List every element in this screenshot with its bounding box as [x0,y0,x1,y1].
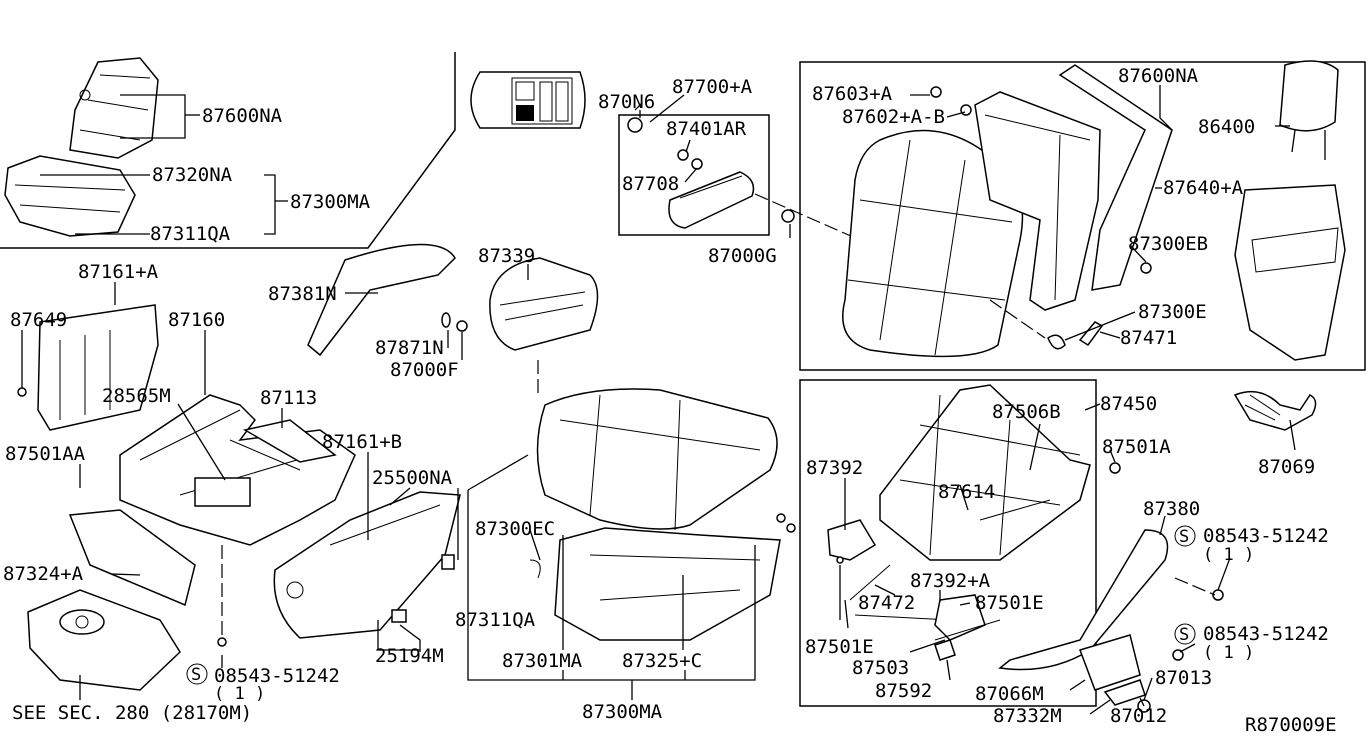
callout-87300EB: 87300EB [1128,233,1208,255]
callout-28565M: 28565M [102,385,171,407]
callout-87614: 87614 [938,481,995,503]
callout-87300EC: 87300EC [475,518,555,540]
callout-87300E: 87300E [1138,301,1207,323]
callout-87012: 87012 [1110,705,1167,727]
seat-cushion-illustration [529,360,796,641]
callout-87320NA: 87320NA [152,164,233,186]
callout-87332M: 87332M [993,705,1062,727]
s-symbol-3: S [1179,625,1189,645]
callout-87300MA-inset: 87300MA [290,191,371,213]
callout-87472: 87472 [858,592,915,614]
callout-87501E-a: 87501E [975,592,1044,614]
callout-87708: 87708 [622,173,679,195]
seat-adjuster-illustration [827,384,1317,713]
callout-87113: 87113 [260,387,317,409]
callout-87871N: 87871N [375,337,444,359]
callout-87161B: 87161+B [322,431,402,453]
callout-87600NA-inset: 87600NA [202,105,283,127]
leader-lines [21,85,1296,715]
callout-87503: 87503 [852,657,909,679]
callout-87066M: 87066M [975,683,1044,705]
callout-87700A: 87700+A [672,76,753,98]
callout-08543-qty-b: ( 1 ) [1203,545,1254,565]
callout-87000G: 87000G [708,245,777,267]
callout-87069: 87069 [1258,456,1315,478]
inset-leaders [40,94,288,235]
callout-87640A: 87640+A [1163,177,1244,199]
seat-frame-illustration [17,243,599,691]
armrest-illustration [627,102,861,241]
callout-87311QA-cushion: 87311QA [455,609,536,631]
callout-87600NA-seatback: 87600NA [1118,65,1199,87]
callout-86400: 86400 [1198,116,1255,138]
callout-87649: 87649 [10,309,67,331]
inset-seat-illustration [4,57,159,237]
callout-08543-qty-a: ( 1 ) [214,684,265,704]
inset-frame-top-left [0,52,456,249]
callout-87380: 87380 [1143,498,1200,520]
callout-87450: 87450 [1100,393,1157,415]
callout-87000F: 87000F [390,359,459,381]
callout-87325C: 87325+C [622,650,702,672]
callout-87501AA: 87501AA [5,443,86,465]
seat-adjuster-frame-box [799,379,1097,707]
s-symbol-circle-2 [1174,525,1196,547]
callout-25500NA: 25500NA [372,467,453,489]
callout-87339: 87339 [478,245,535,267]
s-symbol-circle-1 [186,663,208,685]
callout-87592: 87592 [875,680,932,702]
callout-87506B: 87506B [992,401,1061,423]
callout-25194M: 25194M [375,645,444,667]
callout-see-sec-280: SEE SEC. 280 (28170M) [12,702,252,724]
callout-87501A: 87501A [1102,436,1171,458]
callout-87471: 87471 [1120,327,1177,349]
section-frames [0,52,1366,707]
s-symbol-2: S [1179,527,1189,547]
callout-08543-qty-c: ( 1 ) [1203,643,1254,663]
callout-87381N: 87381N [268,283,337,305]
callout-87501E-b: 87501E [805,636,874,658]
callout-87161A: 87161+A [78,261,159,283]
s-symbol-1: S [191,665,201,685]
callout-87300MA-cushion: 87300MA [582,701,663,723]
s-symbol-circle-3 [1174,623,1196,645]
callout-87311QA-inset: 87311QA [150,223,231,245]
callout-87160: 87160 [168,309,225,331]
callout-87301MA: 87301MA [502,650,583,672]
seatback-frame-box [799,61,1366,371]
callout-87401AR: 87401AR [666,118,747,140]
callout-87392: 87392 [806,457,863,479]
callout-08543-51242-c: 08543-51242 [1203,623,1329,645]
callout-87013: 87013 [1155,667,1212,689]
callout-08543-51242-b: 08543-51242 [1203,525,1329,547]
diagram-id: R870009E [1245,714,1337,736]
armrest-frame-box [618,114,770,236]
seatback-illustration [842,60,1346,361]
callout-87324A: 87324+A [3,563,84,585]
callout-08543-51242-a: 08543-51242 [214,665,340,687]
callout-87603A: 87603+A [812,83,893,105]
callout-87602AB: 87602+A-B [842,106,945,128]
legend-icon [470,71,586,129]
callout-87392A: 87392+A [910,570,991,592]
callout-870N6: 870N6 [598,91,655,113]
callout-labels: 87600NA 87320NA 87300MA 87311QA 870N6 87… [3,65,1337,736]
